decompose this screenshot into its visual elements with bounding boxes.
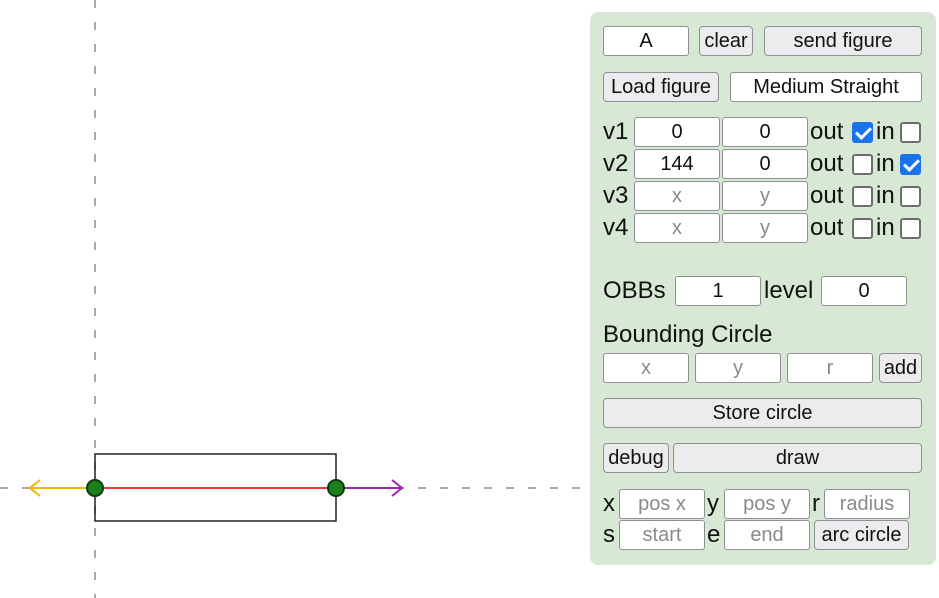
debug-button[interactable]: debug	[603, 443, 669, 473]
draw-button[interactable]: draw	[673, 443, 922, 473]
in-checkbox[interactable]	[900, 218, 921, 239]
arc-pos-y-input[interactable]: pos y	[724, 489, 810, 519]
out-checkbox[interactable]	[852, 218, 873, 239]
out-label: out	[810, 182, 844, 209]
vertex-x-input[interactable]: x	[634, 181, 720, 211]
in-checkbox[interactable]	[900, 122, 921, 143]
level-input[interactable]: 0	[821, 276, 907, 306]
arc-s-label: s	[603, 521, 615, 548]
send-figure-button[interactable]: send figure	[764, 26, 922, 56]
figure-name-input[interactable]: A	[603, 26, 689, 56]
arc-y-label: y	[707, 490, 719, 517]
vertex-y-input[interactable]: y	[722, 213, 808, 243]
in-arrow-left	[28, 479, 95, 497]
in-label: in	[876, 118, 895, 145]
arc-x-label: x	[603, 490, 615, 517]
vertex-label: v3	[603, 182, 629, 209]
vertex-y-input[interactable]: 0	[722, 149, 808, 179]
load-figure-button[interactable]: Load figure	[603, 72, 719, 102]
in-label: in	[876, 182, 895, 209]
out-label: out	[810, 150, 844, 177]
arc-e-label: e	[707, 521, 721, 548]
add-button[interactable]: add	[879, 353, 922, 383]
bounding-circle-r-input[interactable]: r	[787, 353, 873, 383]
vertex-y-input[interactable]: 0	[722, 117, 808, 147]
figure-type-input[interactable]: Medium Straight	[730, 72, 922, 102]
vertex-x-input[interactable]: 0	[634, 117, 720, 147]
arc-radius-input[interactable]: radius	[824, 489, 910, 519]
level-label: level	[764, 277, 814, 304]
clear-button[interactable]: clear	[699, 26, 753, 56]
vertex-y-input[interactable]: y	[722, 181, 808, 211]
vertex-x-input[interactable]: x	[634, 213, 720, 243]
store-circle-button[interactable]: Store circle	[603, 398, 922, 428]
obbs-input[interactable]: 1	[675, 276, 761, 306]
bounding-circle-y-input[interactable]: y	[695, 353, 781, 383]
bounding-circle-x-input[interactable]: x	[603, 353, 689, 383]
vertex-label: v2	[603, 150, 629, 177]
obbs-label: OBBs	[603, 277, 666, 304]
in-label: in	[876, 214, 895, 241]
vertex-label: v4	[603, 214, 629, 241]
out-checkbox[interactable]	[852, 186, 873, 207]
out-label: out	[810, 118, 844, 145]
in-checkbox[interactable]	[900, 186, 921, 207]
bounding-circle-heading: Bounding Circle	[603, 321, 773, 348]
arc-circle-button[interactable]: arc circle	[814, 520, 909, 550]
arc-r-label: r	[812, 490, 820, 517]
vertex-label: v1	[603, 118, 629, 145]
out-label: out	[810, 214, 844, 241]
out-checkbox[interactable]	[852, 122, 873, 143]
arc-start-input[interactable]: start	[619, 520, 705, 550]
in-label: in	[876, 150, 895, 177]
vertex-v2-marker[interactable]	[327, 479, 345, 497]
vertex-v1-marker[interactable]	[86, 479, 104, 497]
out-arrow-right	[336, 479, 404, 497]
arc-end-input[interactable]: end	[724, 520, 810, 550]
vertex-x-input[interactable]: 144	[634, 149, 720, 179]
out-checkbox[interactable]	[852, 154, 873, 175]
in-checkbox[interactable]	[900, 154, 921, 175]
control-panel: A clear send figure Load figure Medium S…	[590, 12, 936, 565]
arc-pos-x-input[interactable]: pos x	[619, 489, 705, 519]
